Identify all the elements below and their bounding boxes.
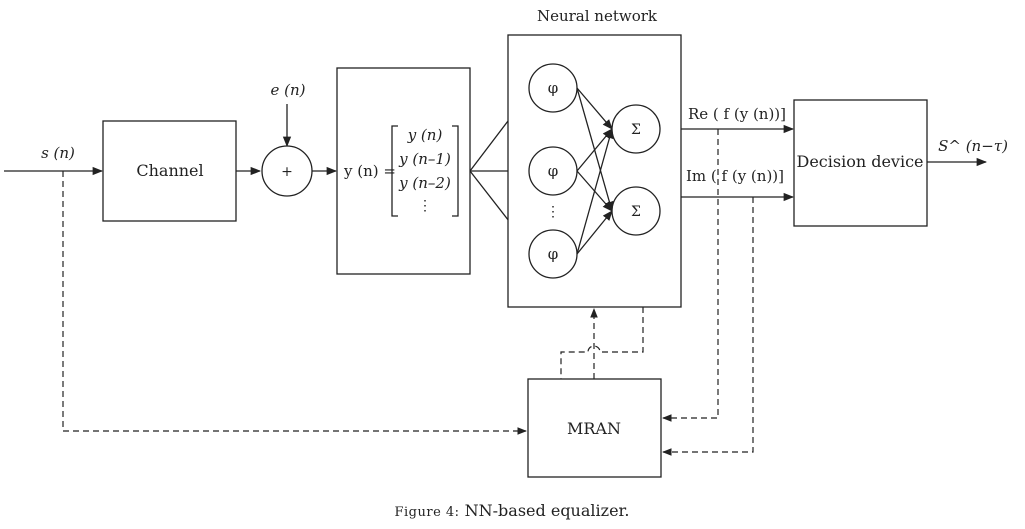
caption-text: NN-based equalizer.: [460, 501, 630, 520]
hidden-to-sum-arrow: [576, 127, 614, 255]
vector-entry: y (n–2): [398, 174, 451, 192]
hidden-node-label: φ: [548, 162, 559, 180]
real-feedback-path: [662, 129, 719, 422]
sum-node-label: Σ: [631, 122, 641, 138]
neural-network-title: Neural network: [537, 7, 658, 25]
decision-device-box: [793, 99, 928, 227]
sum-node-label: Σ: [631, 204, 641, 220]
vector-entry: y (n–1): [398, 150, 451, 168]
vector-bracket-right: [452, 125, 459, 217]
reference-feedback-path: [62, 171, 527, 435]
hidden-node-label: φ: [548, 245, 559, 263]
vector-entry: ⋮: [418, 198, 432, 214]
figure-caption: Figure 4: NN-based equalizer.: [394, 501, 629, 520]
vector-lhs: y (n) =: [343, 162, 396, 180]
imag-feedback-path: [662, 197, 754, 456]
mran-label: MRAN: [567, 419, 621, 438]
decision-device-label: Decision device: [796, 152, 923, 171]
adder-symbol: +: [281, 164, 293, 180]
hidden-to-sum-arrow: [576, 210, 613, 255]
input-label: s (n): [41, 144, 75, 162]
caption-prefix: Figure 4:: [394, 505, 459, 520]
mran-box: [527, 378, 662, 478]
hidden-node-label: φ: [548, 79, 559, 97]
output-label: S^ (n−τ): [938, 137, 1008, 155]
hidden-node-ellipsis: ⋮: [546, 204, 560, 220]
real-output-label: Re ( f (y (n))]: [688, 105, 786, 123]
imag-output-label: Im ( f (y (n))]: [686, 167, 784, 185]
channel-box: [102, 120, 237, 222]
hidden-to-sum-arrow: [576, 87, 613, 130]
vector-bracket-left: [391, 125, 398, 217]
network-state-path: [560, 307, 644, 379]
noise-label: e (n): [270, 81, 305, 99]
channel-label: Channel: [136, 161, 203, 180]
vector-entry: y (n): [407, 126, 443, 144]
vector-box: [336, 67, 471, 275]
